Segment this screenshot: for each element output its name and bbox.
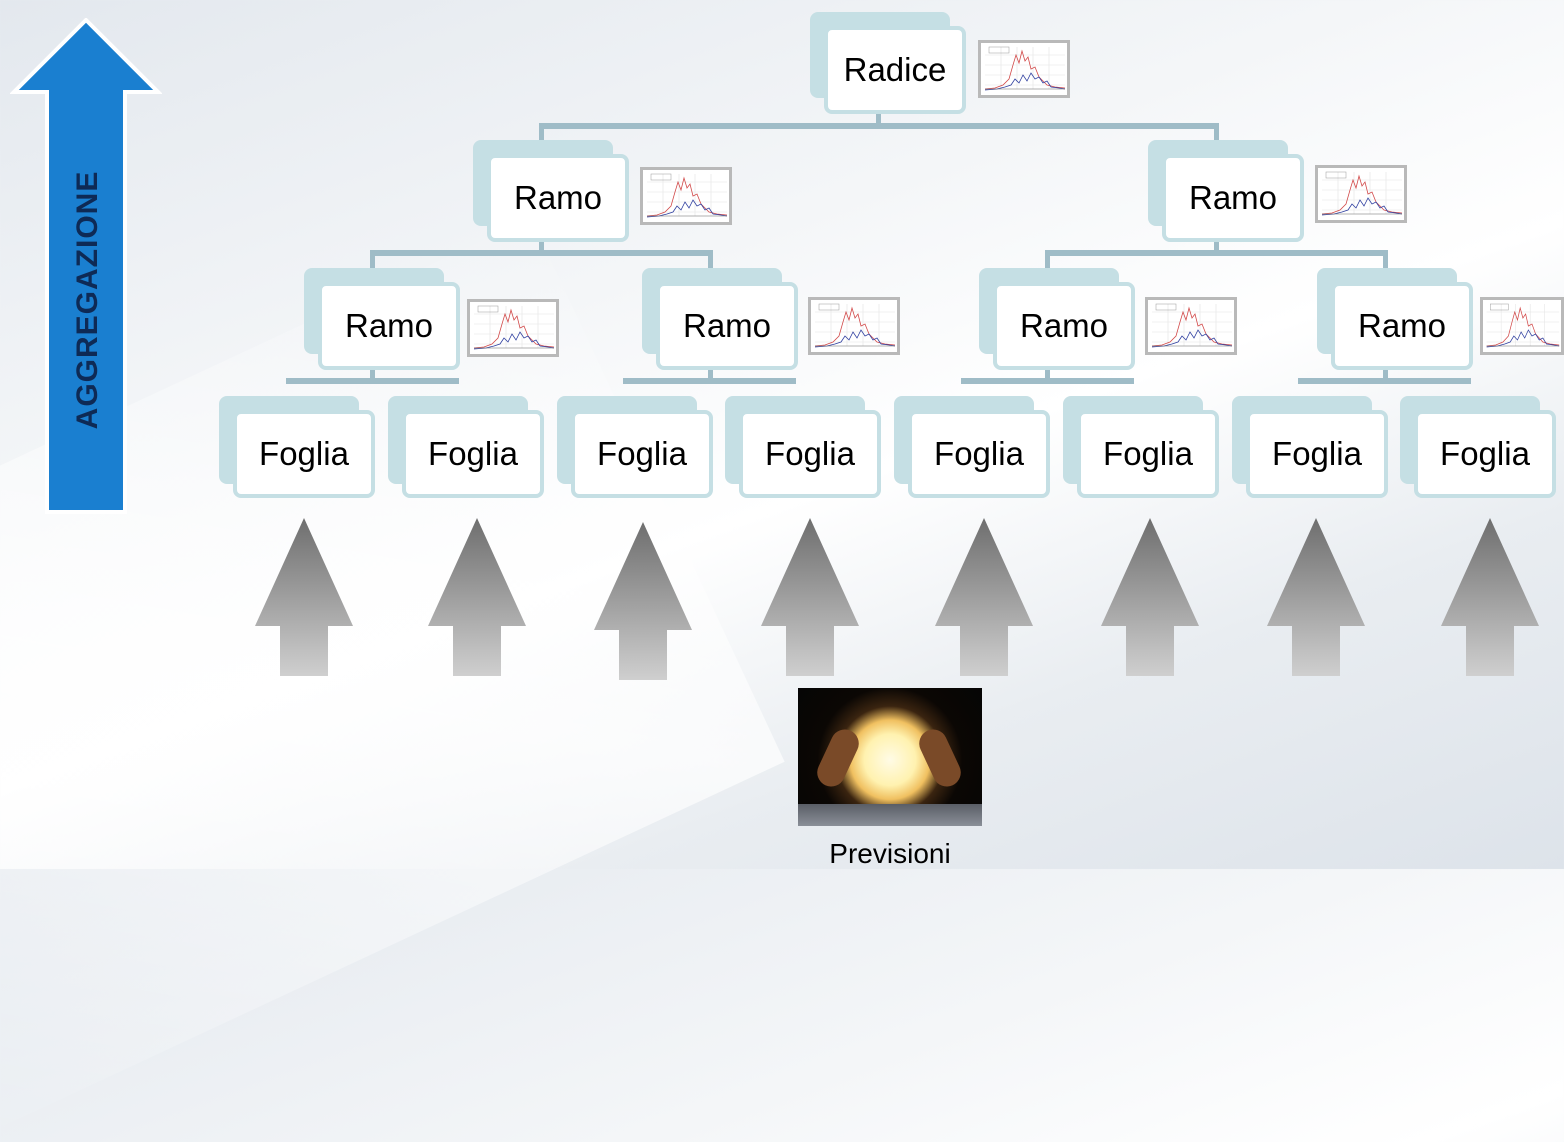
branch-node-l2-3: Ramo bbox=[979, 268, 1135, 370]
forecast-chart-icon bbox=[1480, 297, 1564, 355]
leaf-label: Foglia bbox=[1246, 410, 1388, 498]
up-arrow-icon bbox=[935, 518, 1033, 676]
leaf-node-2: Foglia bbox=[388, 396, 545, 500]
leaf-node-3: Foglia bbox=[557, 396, 714, 500]
up-arrow-icon bbox=[1441, 518, 1539, 676]
branch-node-l2-2: Ramo bbox=[642, 268, 798, 370]
leaf-node-8: Foglia bbox=[1400, 396, 1557, 500]
branch-node-l1-1: Ramo bbox=[473, 140, 629, 242]
up-arrow-icon bbox=[1101, 518, 1199, 676]
leaf-label: Foglia bbox=[739, 410, 881, 498]
leaf-label: Foglia bbox=[402, 410, 544, 498]
branch-node-l2-4: Ramo bbox=[1317, 268, 1473, 370]
up-arrow-icon bbox=[1267, 518, 1365, 676]
branch-label: Ramo bbox=[993, 282, 1135, 370]
branch-label: Ramo bbox=[487, 154, 629, 242]
leaf-node-7: Foglia bbox=[1232, 396, 1389, 500]
branch-node-l2-1: Ramo bbox=[304, 268, 460, 370]
forecast-chart-icon bbox=[808, 297, 900, 355]
forecast-chart-icon bbox=[467, 299, 559, 357]
up-arrow-icon bbox=[428, 518, 526, 676]
aggregation-arrow-icon bbox=[10, 18, 162, 514]
leaf-label: Foglia bbox=[908, 410, 1050, 498]
leaf-node-6: Foglia bbox=[1063, 396, 1220, 500]
forecast-caption: Previsioni bbox=[829, 838, 951, 869]
forecast-chart-icon bbox=[978, 40, 1070, 98]
leaf-label: Foglia bbox=[571, 410, 713, 498]
leaf-label: Foglia bbox=[1414, 410, 1556, 498]
branch-label: Ramo bbox=[1162, 154, 1304, 242]
crystal-ball-icon bbox=[798, 688, 982, 826]
branch-node-l1-2: Ramo bbox=[1148, 140, 1304, 242]
forecast-chart-icon bbox=[1315, 165, 1407, 223]
forecast-chart-icon bbox=[1145, 297, 1237, 355]
leaf-node-4: Foglia bbox=[725, 396, 882, 500]
root-label: Radice bbox=[824, 26, 966, 114]
aggregation-label: AGGREGAZIONE bbox=[71, 170, 104, 430]
leaf-node-5: Foglia bbox=[894, 396, 1051, 500]
leaf-label: Foglia bbox=[1077, 410, 1219, 498]
branch-label: Ramo bbox=[318, 282, 460, 370]
branch-label: Ramo bbox=[1331, 282, 1473, 370]
forecast-chart-icon bbox=[640, 167, 732, 225]
up-arrow-icon bbox=[255, 518, 353, 676]
leaf-label: Foglia bbox=[233, 410, 375, 498]
branch-label: Ramo bbox=[656, 282, 798, 370]
up-arrow-icon bbox=[761, 518, 859, 676]
root-node: Radice bbox=[810, 12, 966, 114]
leaf-node-1: Foglia bbox=[219, 396, 376, 500]
up-arrow-icon bbox=[594, 522, 692, 680]
